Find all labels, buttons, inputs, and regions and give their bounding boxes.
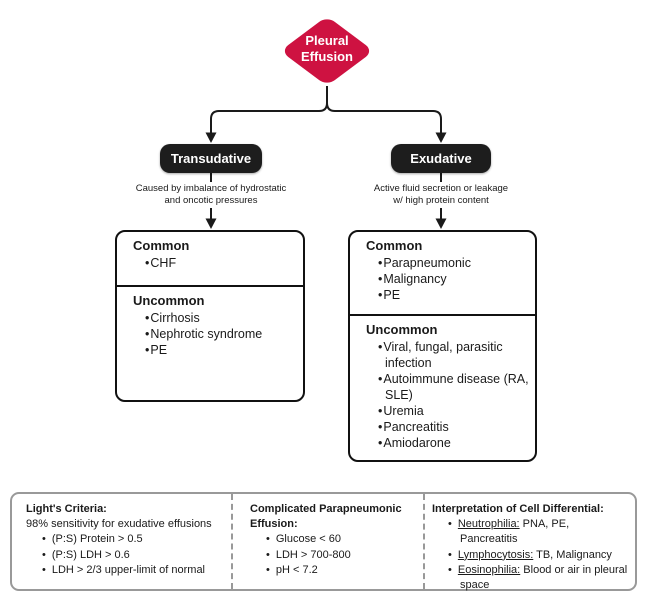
list-item: Nephrotic syndrome [139,326,297,342]
list-item: Eosinophilia: Blood or air in pleural sp… [457,563,629,593]
exudative-uncommon-list: Viral, fungal, parasitic infection Autoi… [366,339,529,451]
exudative-common-section: Common Parapneumonic Malignancy PE [350,232,535,316]
transudative-caption: Caused by imbalance of hydrostatic and o… [116,182,306,208]
cell-detail: Blood or air in pleural space [460,563,628,591]
cell-term: Eosinophilia: [457,563,521,576]
list-item: Neutrophilia: PNA, PE, Pancreatitis [457,517,629,547]
list-item: Cirrhosis [139,310,297,326]
caption-line: Caused by imbalance of hydrostatic [135,183,287,194]
arrowhead-transudative [205,132,217,143]
arrowhead-exudative-causes [435,218,447,229]
list-item: Malignancy [372,271,529,287]
lights-criteria-heading: Light's Criteria: [26,503,107,515]
list-item: Lymphocytosis: TB, Malignancy [457,548,629,563]
connector-diamond-to-transudative [210,86,328,133]
list-item: Parapneumonic [372,255,529,271]
complicated-parapneumonic-heading: Complicated Parapneumonic Effusion: [250,503,402,531]
list-item: Autoimmune disease (RA, SLE) [372,371,529,403]
cell-differential-column: Interpretation of Cell Differential: Neu… [423,494,635,591]
list-item: PE [372,287,529,303]
caption-line: w/ high protein content [393,194,489,206]
transudative-causes-box: Common CHF Uncommon Cirrhosis Nephrotic … [115,230,305,402]
arrowhead-exudative [435,132,447,143]
uncommon-heading: Uncommon [366,322,438,337]
common-heading: Common [366,238,423,253]
exudative-uncommon-section: Uncommon Viral, fungal, parasitic infect… [350,316,535,455]
exudative-common-list: Parapneumonic Malignancy PE [366,255,529,303]
complicated-parapneumonic-list: Glucose < 60 LDH > 700-800 pH < 7.2 [250,532,417,578]
transudative-node: Transudative [160,144,262,173]
transudative-uncommon-list: Cirrhosis Nephrotic syndrome PE [133,310,297,358]
common-heading: Common [133,238,190,253]
list-item: pH < 7.2 [276,563,417,578]
exudative-caption: Active fluid secretion or leakage w/ hig… [346,182,536,208]
cell-detail: TB, Malignancy [533,548,612,561]
transudative-uncommon-section: Uncommon Cirrhosis Nephrotic syndrome PE [117,287,303,362]
connector-diamond-to-exudative [326,86,442,133]
cell-term: Neutrophilia: [457,518,520,531]
exudative-causes-box: Common Parapneumonic Malignancy PE Uncom… [348,230,537,462]
list-item: LDH > 700-800 [276,548,417,563]
uncommon-heading: Uncommon [133,293,205,308]
lights-criteria-list: (P:S) Protein > 0.5 (P:S) LDH > 0.6 LDH … [26,532,225,578]
lights-criteria-subheading: 98% sensitivity for exudative effusions [26,518,212,531]
list-item: (P:S) LDH > 0.6 [52,548,225,563]
transudative-common-section: Common CHF [117,232,303,287]
transudative-common-list: CHF [133,255,297,271]
complicated-parapneumonic-column: Complicated Parapneumonic Effusion: Gluc… [231,494,423,589]
pleural-effusion-diamond-shape [284,19,370,83]
list-item: Amiodarone [372,435,529,451]
lights-criteria-column: Light's Criteria: 98% sensitivity for ex… [12,494,231,589]
reference-criteria-box: Light's Criteria: 98% sensitivity for ex… [10,492,637,591]
cell-differential-list: Neutrophilia: PNA, PE, Pancreatitis Lymp… [432,517,629,593]
caption-line: Active fluid secretion or leakage [373,183,509,194]
cell-differential-heading: Interpretation of Cell Differential: [432,503,604,515]
list-item: PE [139,342,297,358]
list-item: (P:S) Protein > 0.5 [52,532,225,547]
list-item: LDH > 2/3 upper-limit of normal [52,563,225,578]
list-item: CHF [139,255,297,271]
root-node-label: Pleural Effusion [301,33,353,65]
list-item: Glucose < 60 [276,532,417,547]
list-item: Pancreatitis [372,419,529,435]
exudative-node: Exudative [391,144,491,173]
list-item: Uremia [372,403,529,419]
cell-detail: PNA, PE, Pancreatitis [460,518,570,546]
list-item: Viral, fungal, parasitic infection [372,339,529,371]
caption-line: and oncotic pressures [164,194,258,206]
cell-term: Lymphocytosis: [457,548,534,561]
arrowhead-transudative-causes [205,218,217,229]
